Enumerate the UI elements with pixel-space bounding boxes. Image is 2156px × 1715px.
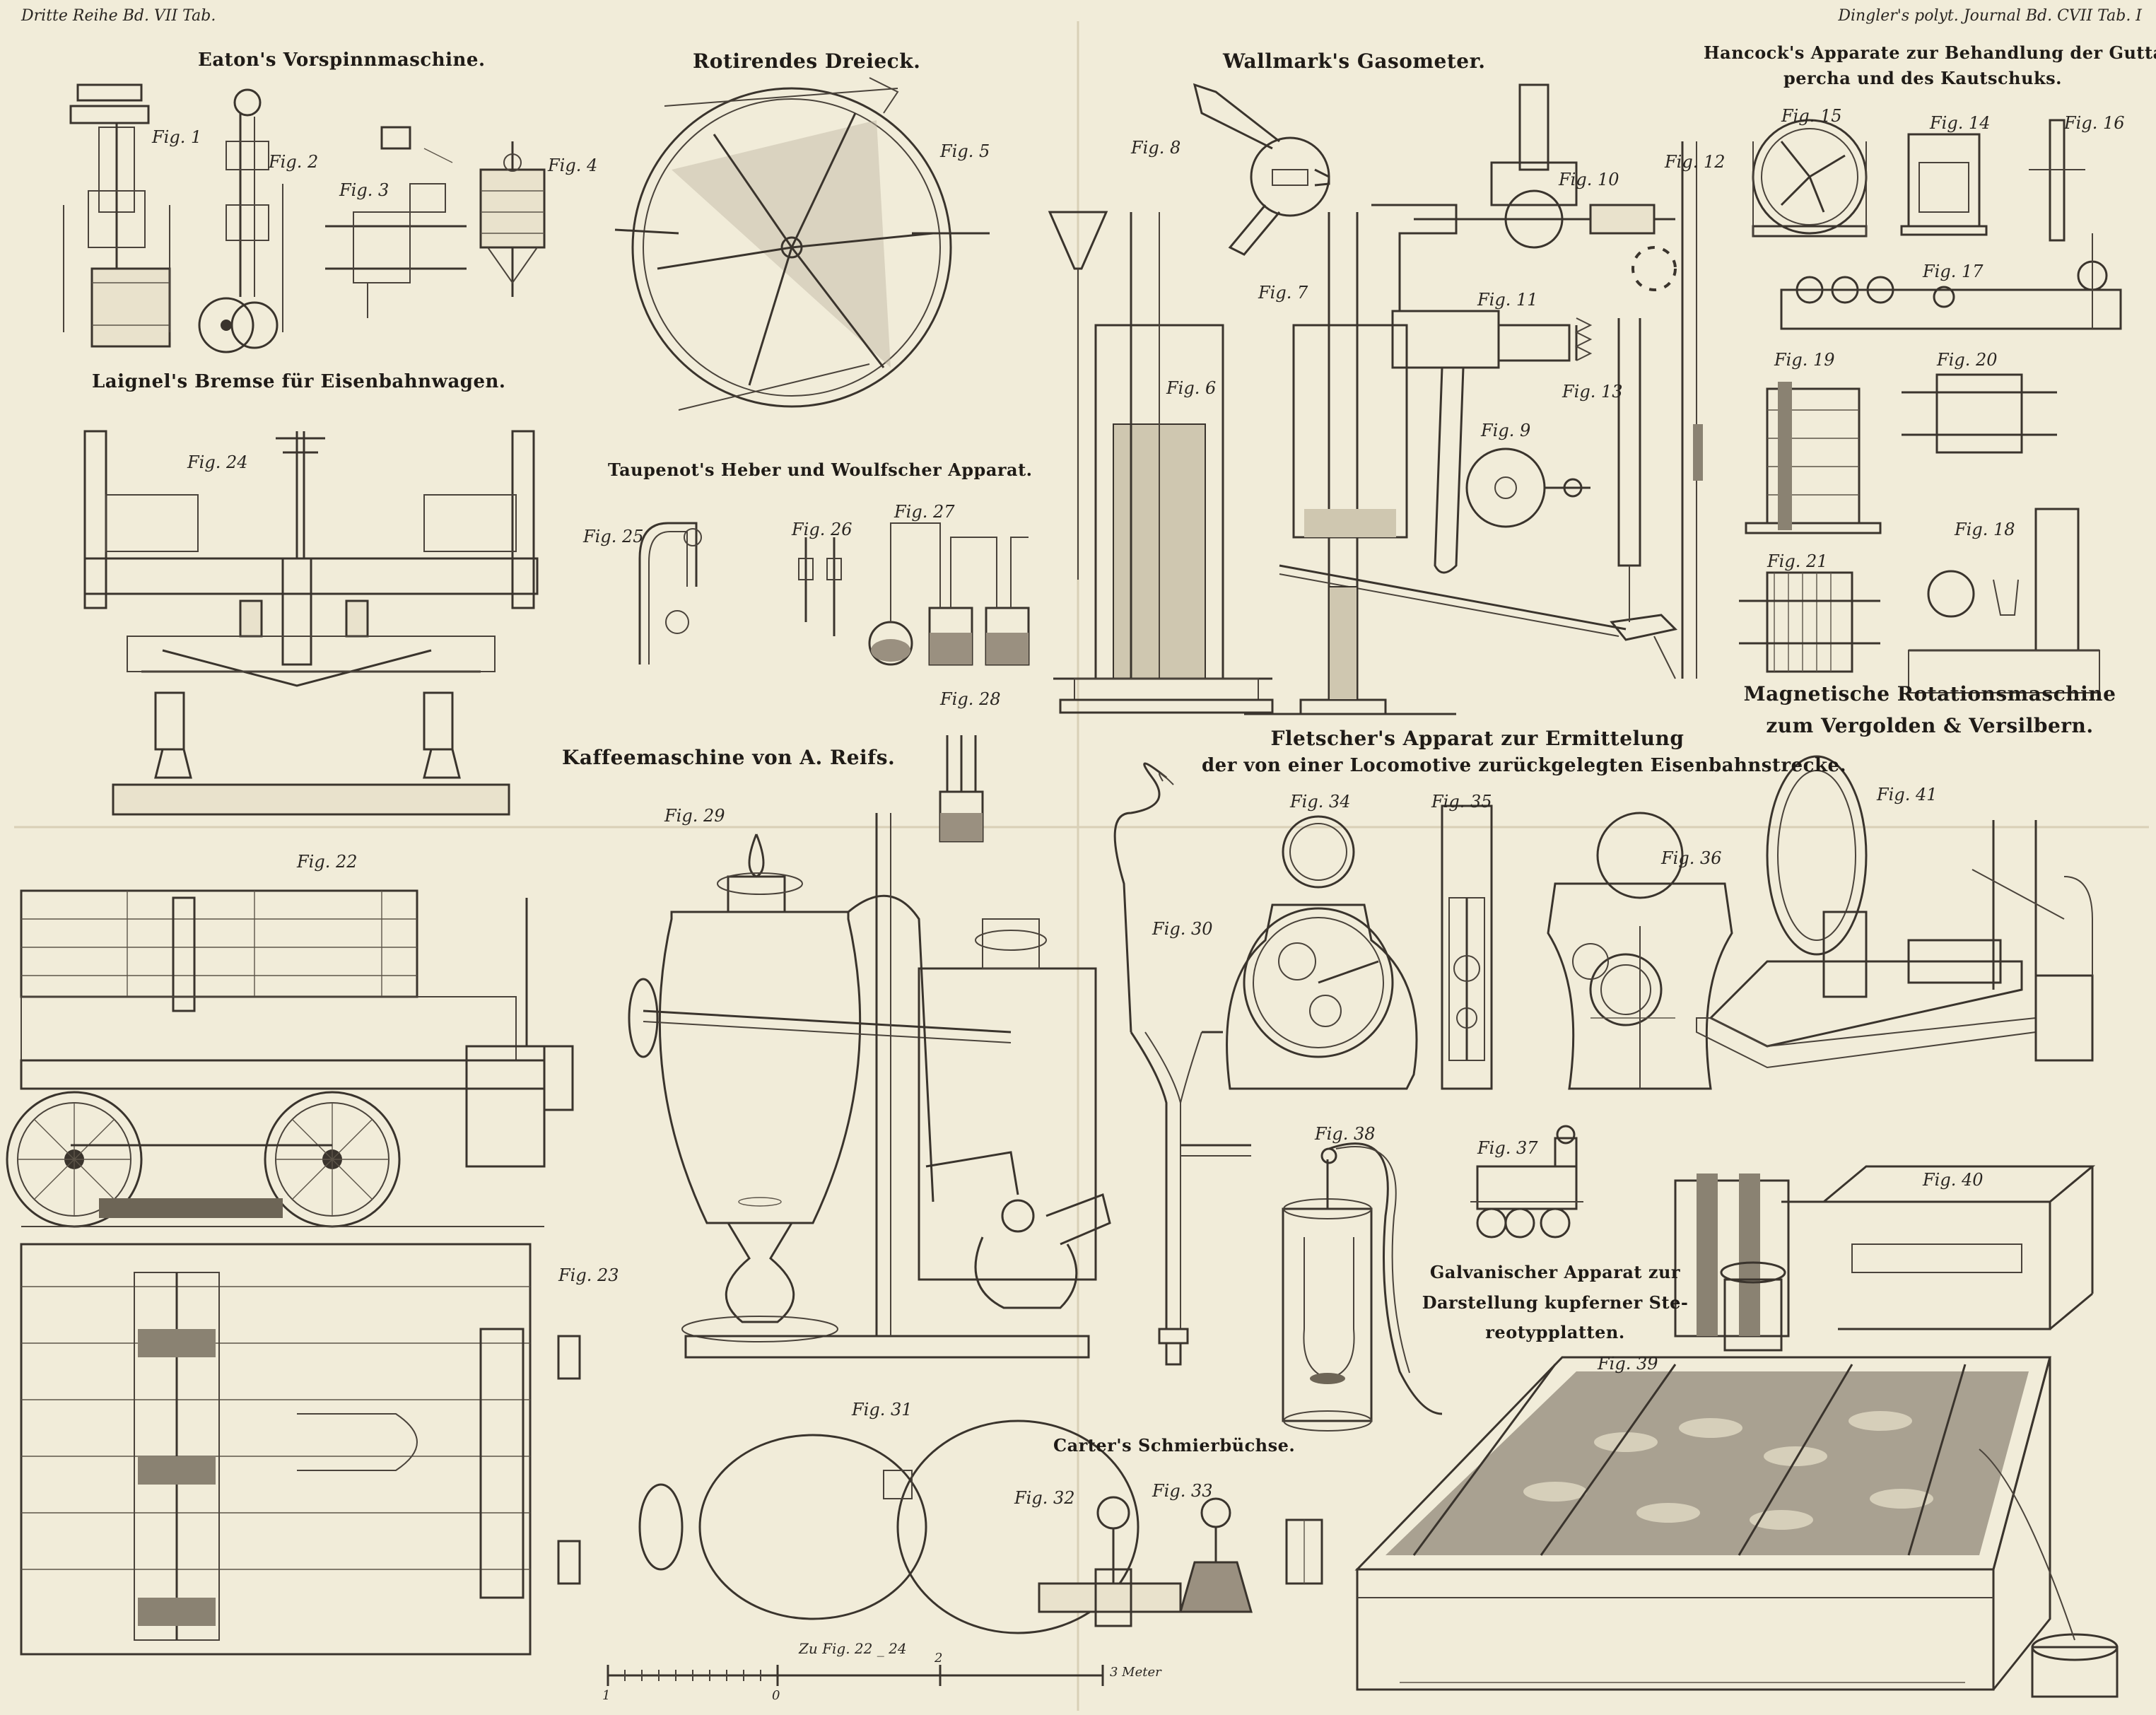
fig-label-12: Fig. 12 [1665, 152, 1726, 172]
fig-label-31: Fig. 31 [852, 1400, 913, 1420]
caption-magnetische-line1: Magnetische Rotationsmaschine [1743, 682, 2116, 706]
fig-label-10: Fig. 10 [1559, 170, 1619, 189]
wallmark-gasometer-drawing [1048, 83, 1703, 715]
locomotive-plan-drawing [20, 1243, 581, 1656]
locomotive-side-drawing [6, 889, 574, 1228]
caption-eaton: Eaton's Vorspinnmaschine. [198, 49, 486, 71]
fig40-drawing [1674, 1165, 2096, 1352]
fig-label-14: Fig. 14 [1930, 113, 1991, 133]
caption-rotirendes-dreieck: Rotirendes Dreieck. [693, 49, 921, 73]
caption-hancock-line1: Hancock's Apparate zur Behandlung der Gu… [1704, 42, 2156, 63]
galvanischer-trog-drawing [1354, 1356, 2119, 1698]
eaton-vorspinnmaschine-drawing [63, 83, 546, 353]
caption-fletscher-line1: Fletscher's Apparat zur Ermittelung [1270, 727, 1685, 750]
fig-label-17: Fig. 17 [1923, 262, 1984, 281]
fig-label-34: Fig. 34 [1290, 792, 1351, 812]
fig-label-7: Fig. 7 [1258, 283, 1308, 303]
fig-label-21: Fig. 21 [1767, 551, 1828, 571]
scale-end-label: 3 Meter [1110, 1665, 1161, 1680]
header-left: Dritte Reihe Bd. VII Tab. [21, 7, 216, 25]
fig-label-20: Fig. 20 [1937, 350, 1998, 370]
laignel-bremse-drawing [83, 430, 539, 816]
fig-label-6: Fig. 6 [1166, 378, 1217, 398]
fig-label-30: Fig. 30 [1152, 919, 1213, 939]
header-right: Dingler's polyt. Journal Bd. CVII Tab. I [1838, 7, 2142, 25]
fig-label-4: Fig. 4 [548, 156, 598, 175]
fig-label-37: Fig. 37 [1477, 1138, 1538, 1158]
scale-tick-0: 0 [772, 1688, 780, 1703]
hancock-gutta-percha-drawing [1739, 119, 2122, 693]
fig31-drawing [638, 1420, 1139, 1634]
fig-label-16: Fig. 16 [2064, 113, 2125, 133]
fig-label-1: Fig. 1 [152, 127, 202, 147]
kaffeemaschine-drawing [628, 813, 1111, 1359]
fig-label-22: Fig. 22 [297, 852, 358, 872]
caption-carter: Carter's Schmierbüchse. [1053, 1435, 1296, 1456]
fig-label-32: Fig. 32 [1014, 1488, 1075, 1508]
caption-galvanisch-line1: Galvanischer Apparat zur [1429, 1262, 1681, 1282]
fig-label-18: Fig. 18 [1955, 520, 2015, 539]
scale-tick-2: 2 [935, 1651, 943, 1666]
fig-label-23: Fig. 23 [558, 1265, 619, 1285]
fig-label-8: Fig. 8 [1131, 138, 1181, 158]
fig30-heber-drawing [1113, 762, 1251, 1366]
fig-label-26: Fig. 26 [792, 520, 853, 539]
caption-laignel: Laignel's Bremse für Eisenbahnwagen. [92, 371, 506, 392]
fig-label-29: Fig. 29 [664, 806, 725, 826]
fig-label-39: Fig. 39 [1598, 1354, 1658, 1374]
fig-label-36: Fig. 36 [1661, 848, 1722, 868]
fletscher-apparat-drawing [1226, 804, 1733, 1090]
fig-label-19: Fig. 19 [1774, 350, 1835, 370]
fig-label-5: Fig. 5 [940, 141, 990, 161]
fig-label-35: Fig. 35 [1431, 792, 1492, 812]
scale-tick-1: 1 [602, 1688, 611, 1703]
fig37-38-drawing [1282, 1125, 1583, 1432]
fig-label-13: Fig. 13 [1562, 382, 1623, 402]
fig-label-38: Fig. 38 [1315, 1124, 1376, 1144]
fig-label-27: Fig. 27 [894, 502, 955, 522]
fig-label-25: Fig. 25 [583, 527, 644, 546]
fig-label-24: Fig. 24 [187, 452, 248, 472]
fig-label-11: Fig. 11 [1477, 290, 1538, 310]
taupenot-heber-drawing [638, 522, 1030, 843]
caption-wallmark: Wallmark's Gasometer. [1223, 49, 1486, 73]
caption-magnetische-line2: zum Vergolden & Versilbern. [1766, 714, 2094, 737]
scale-bar-drawing [607, 1665, 1104, 1686]
fig-label-28: Fig. 28 [940, 689, 1001, 709]
fig-label-40: Fig. 40 [1923, 1170, 1984, 1190]
scale-label: Zu Fig. 22 _ 24 [799, 1640, 907, 1657]
fig-label-41: Fig. 41 [1877, 785, 1938, 804]
caption-fletscher-line2: der von einer Locomotive zurückgelegten … [1202, 755, 1847, 776]
fig-label-15: Fig. 15 [1781, 106, 1842, 126]
fig-label-2: Fig. 2 [269, 152, 319, 172]
rotirendes-dreieck-drawing [614, 77, 990, 411]
fig-label-33: Fig. 33 [1152, 1481, 1213, 1501]
carter-schmierbuechse-drawing [1038, 1496, 1323, 1627]
caption-galvanisch-line3: reotypplatten. [1485, 1322, 1625, 1342]
fig-label-3: Fig. 3 [339, 180, 389, 200]
magnetische-rotationsmaschine-drawing [1696, 755, 2094, 1069]
caption-kaffeemaschine: Kaffeemaschine von A. Reifs. [562, 746, 896, 769]
caption-taupenot: Taupenot's Heber und Woulfscher Apparat. [608, 460, 1033, 480]
caption-galvanisch-line2: Darstellung kupferner Ste- [1422, 1292, 1689, 1313]
caption-hancock-line2: percha und des Kautschuks. [1783, 68, 2063, 88]
fig-label-9: Fig. 9 [1481, 421, 1531, 440]
